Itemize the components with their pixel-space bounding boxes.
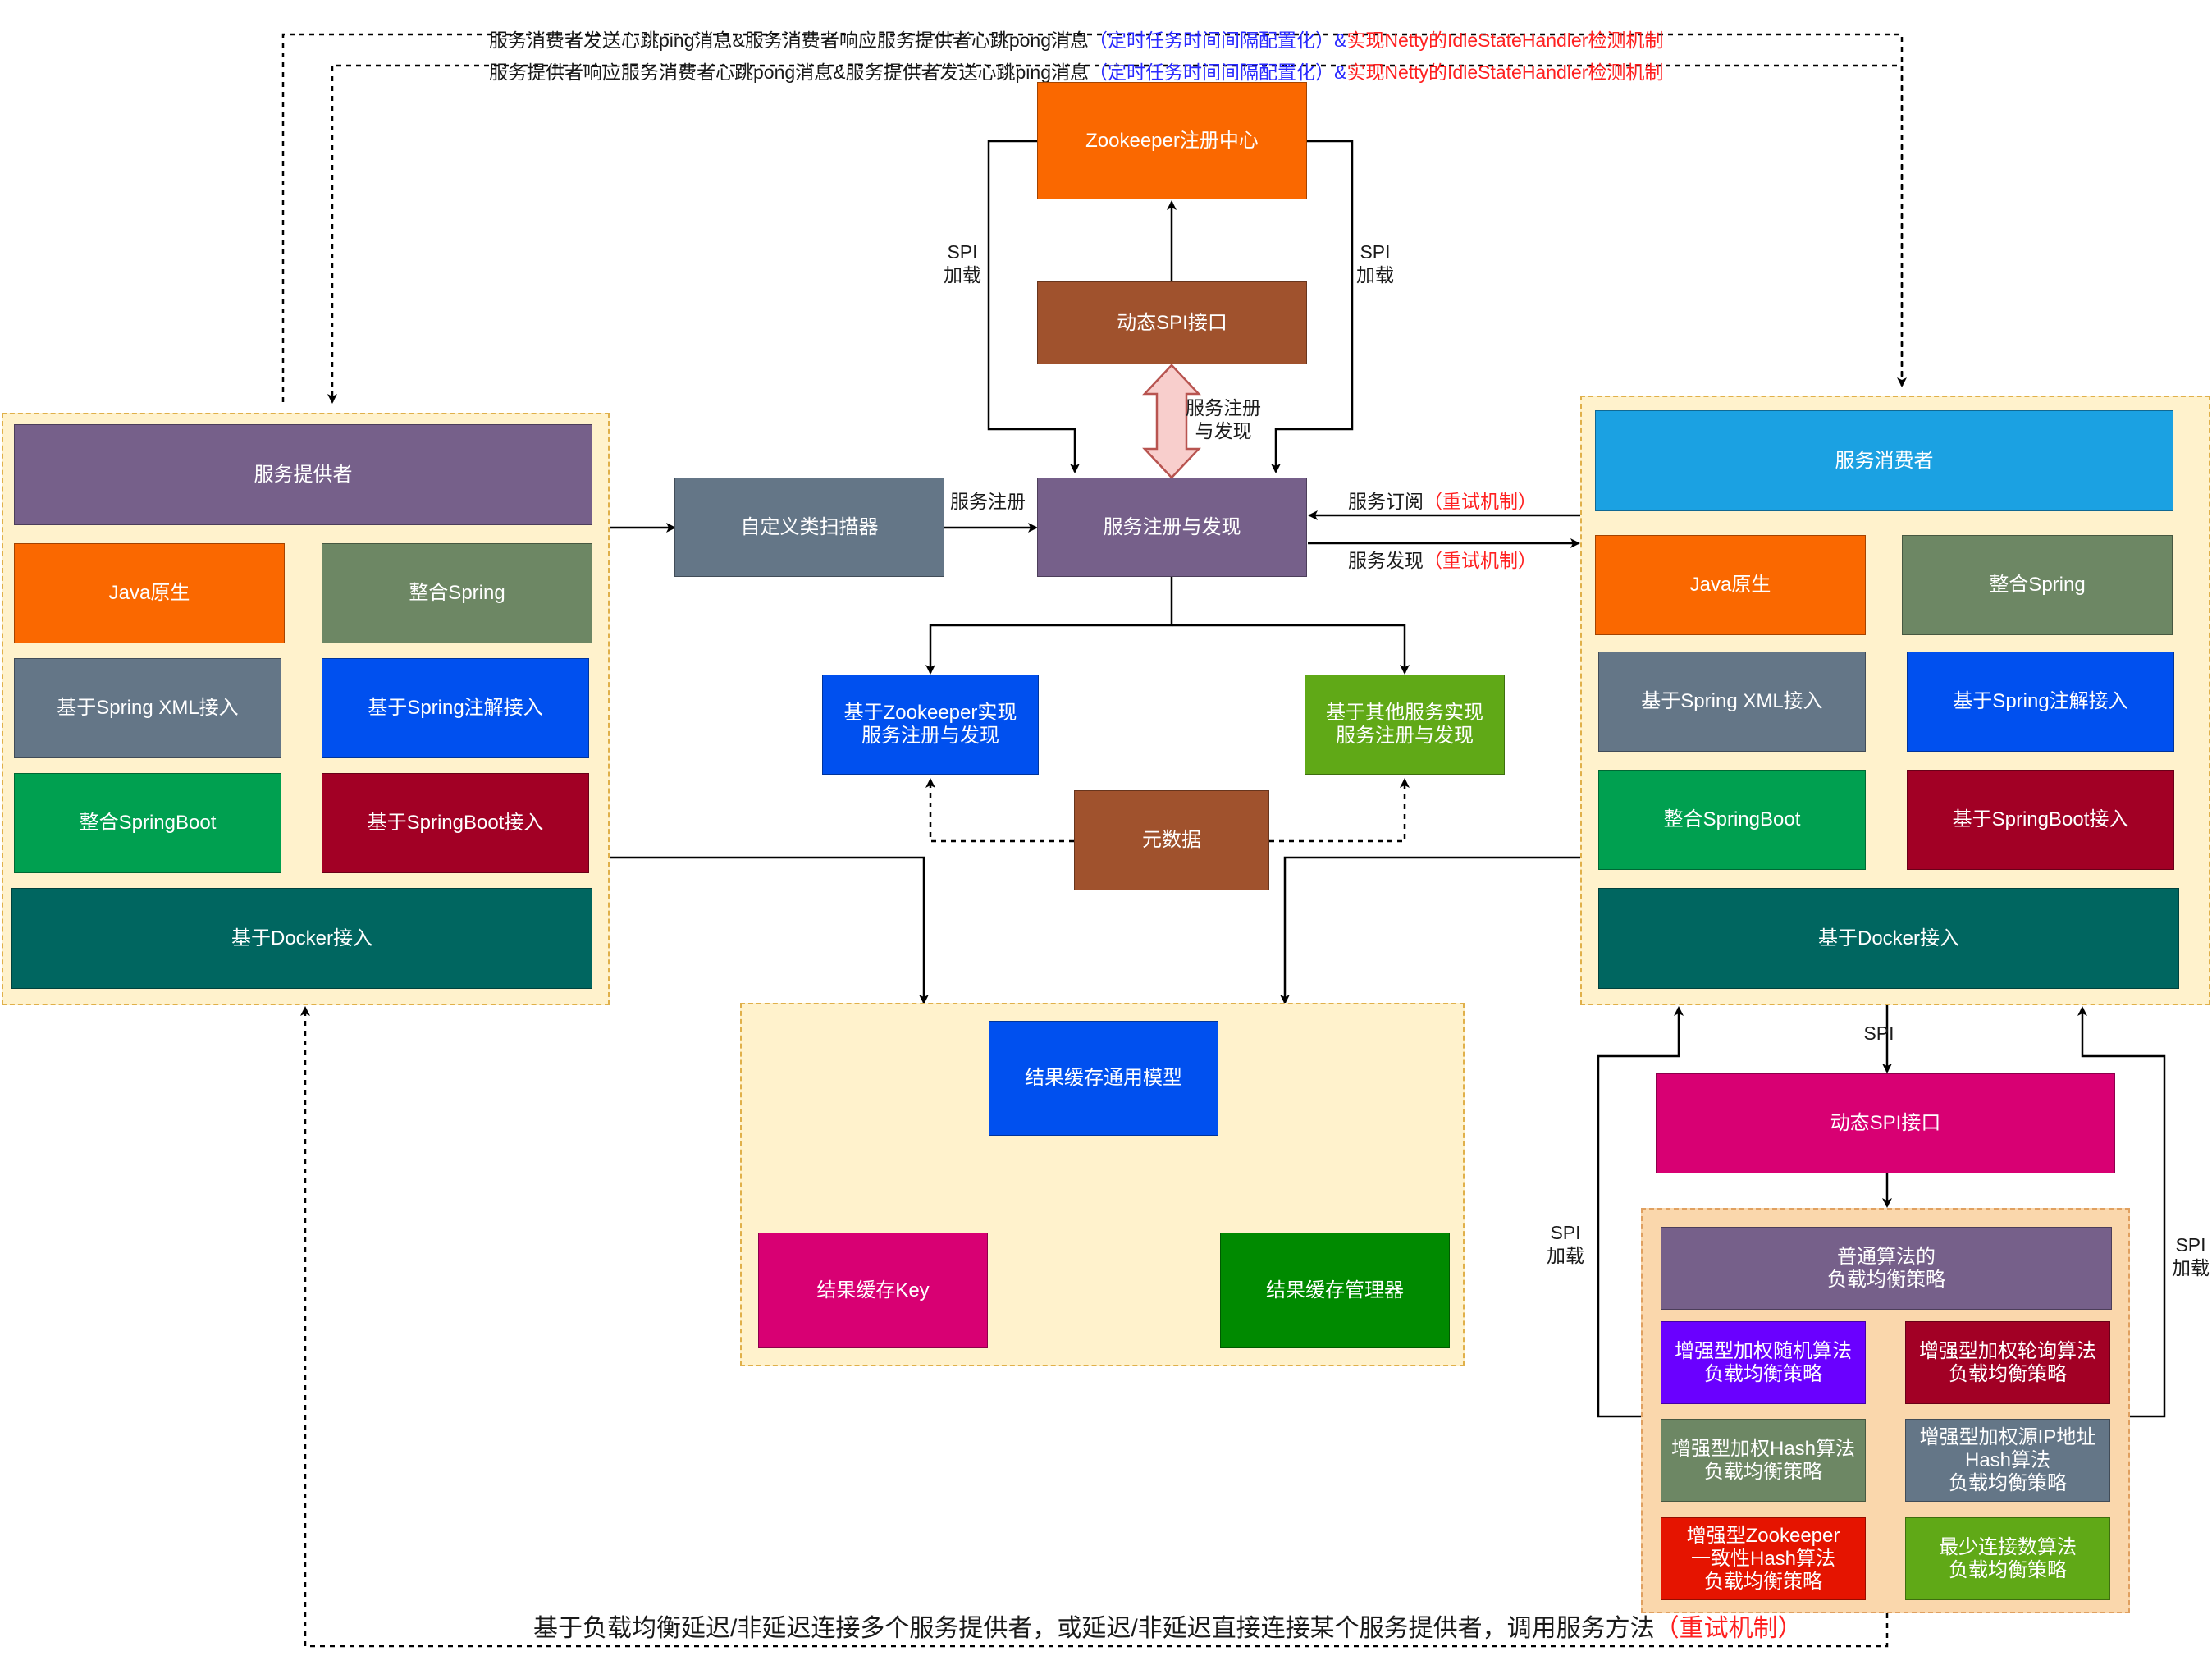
lb-weighted-hash: 增强型加权Hash算法 负载均衡策略 [1661, 1419, 1866, 1502]
invoke-caption: 基于负载均衡延迟/非延迟连接多个服务提供者，或延迟/非延迟直接连接某个服务提供者… [533, 1615, 1803, 1643]
subscribe-retry: （重试机制） [1424, 491, 1537, 512]
cache-key: 结果缓存Key [758, 1233, 988, 1348]
register-label: 服务注册 [950, 491, 1026, 512]
discover-text: 服务发现 [1348, 550, 1424, 571]
cache-model: 结果缓存通用模型 [989, 1021, 1218, 1136]
heartbeat-caption-2-main: 服务提供者响应服务消费者心跳pong消息&服务提供者发送心跳ping消息 [489, 62, 1089, 83]
metadata-to-zk-impl-arrow [925, 778, 1074, 843]
metadata: 元数据 [1074, 790, 1269, 890]
heartbeat-caption-1-netty: 实现Netty的IdleStateHandler检测机制 [1346, 30, 1664, 51]
registry-to-other-impl-arrow [1172, 624, 1410, 675]
heartbeat-caption-2: 服务提供者响应服务消费者心跳pong消息&服务提供者发送心跳ping消息（定时任… [489, 38, 1663, 84]
consumer-spring: 整合Spring [1902, 535, 2173, 635]
lb-least-conn: 最少连接数算法 负载均衡策略 [1905, 1517, 2110, 1600]
spi-label: SPI [1863, 1022, 1894, 1044]
lb-spi-load-left-label: SPI 加载 [1547, 1222, 1584, 1266]
other-impl: 基于其他服务实现 服务注册与发现 [1305, 675, 1505, 775]
dynamic-spi-top: 动态SPI接口 [1037, 281, 1307, 364]
reg-discovery-label: 服务注册 与发现 [1186, 397, 1261, 441]
discover-retry: （重试机制） [1424, 550, 1537, 571]
provider-title: 服务提供者 [14, 424, 592, 525]
lb-weighted-ip-hash: 增强型加权源IP地址 Hash算法 负载均衡策略 [1905, 1419, 2110, 1502]
spi-load-left-arrow [987, 140, 1080, 473]
registry-discovery: 服务注册与发现 [1037, 478, 1307, 577]
heartbeat-line-2 [327, 64, 1904, 404]
provider-java: Java原生 [14, 543, 285, 643]
consumer-springboot: 整合SpringBoot [1598, 770, 1866, 870]
dynamic-spi-lb: 动态SPI接口 [1656, 1073, 2115, 1173]
provider-spring-xml: 基于Spring XML接入 [14, 658, 281, 758]
spi-load-left-label: SPI 加载 [944, 241, 981, 286]
metadata-to-other-impl-arrow [1269, 778, 1410, 843]
provider-spring-anno: 基于Spring注解接入 [322, 658, 589, 758]
provider-springboot-access: 基于SpringBoot接入 [322, 773, 589, 873]
zookeeper-impl: 基于Zookeeper实现 服务注册与发现 [822, 675, 1039, 775]
lb-weighted-round: 增强型加权轮询算法 负载均衡策略 [1905, 1321, 2110, 1404]
invoke-caption-text: 基于负载均衡延迟/非延迟连接多个服务提供者，或延迟/非延迟直接连接某个服务提供者… [533, 1615, 1655, 1642]
registry-to-zk-impl-arrow [925, 577, 1173, 675]
provider-spring: 整合Spring [322, 543, 592, 643]
lb-spi-load-right-arrow [2077, 1006, 2166, 1418]
consumer-title: 服务消费者 [1595, 410, 2173, 511]
consumer-to-cache-arrow [1280, 856, 1580, 1004]
zookeeper-registry: Zookeeper注册中心 [1037, 82, 1307, 199]
consumer-spring-xml: 基于Spring XML接入 [1598, 652, 1866, 752]
heartbeat-caption-1-config: （定时任务时间间隔配置化）& [1089, 30, 1347, 51]
consumer-spring-anno: 基于Spring注解接入 [1907, 652, 2174, 752]
heartbeat-caption-2-netty: 实现Netty的IdleStateHandler检测机制 [1346, 62, 1664, 83]
lb-spi-load-left-arrow [1597, 1006, 1684, 1418]
heartbeat-caption-2-config: （定时任务时间间隔配置化）& [1089, 62, 1347, 83]
lb-spi-load-right-label: SPI 加载 [2172, 1234, 2210, 1279]
subscribe-text: 服务订阅 [1348, 491, 1424, 512]
consumer-docker: 基于Docker接入 [1598, 888, 2179, 989]
cache-manager: 结果缓存管理器 [1220, 1233, 1450, 1348]
provider-docker: 基于Docker接入 [11, 888, 592, 989]
heartbeat-caption-1-main: 服务消费者发送心跳ping消息&服务消费者响应服务提供者心跳pong消息 [489, 30, 1089, 51]
provider-to-cache-arrow [610, 856, 929, 1004]
custom-scanner: 自定义类扫描器 [674, 478, 944, 577]
invoke-caption-retry: （重试机制） [1654, 1615, 1803, 1642]
lb-zk-consistent-hash: 增强型Zookeeper 一致性Hash算法 负载均衡策略 [1661, 1517, 1866, 1600]
lb-weighted-random: 增强型加权随机算法 负载均衡策略 [1661, 1321, 1866, 1404]
provider-springboot: 整合SpringBoot [14, 773, 281, 873]
lb-normal: 普通算法的 负载均衡策略 [1661, 1227, 2112, 1310]
spi-load-right-label: SPI 加载 [1356, 241, 1394, 286]
consumer-java: Java原生 [1595, 535, 1866, 635]
subscribe-label: 服务订阅（重试机制） [1348, 490, 1537, 513]
consumer-springboot-access: 基于SpringBoot接入 [1907, 770, 2174, 870]
spi-load-right-arrow [1271, 140, 1354, 473]
discover-label: 服务发现（重试机制） [1348, 549, 1537, 572]
heartbeat-caption-1: 服务消费者发送心跳ping消息&服务消费者响应服务提供者心跳pong消息（定时任… [489, 6, 1663, 52]
invoke-provider-arrow [300, 1006, 1889, 1648]
